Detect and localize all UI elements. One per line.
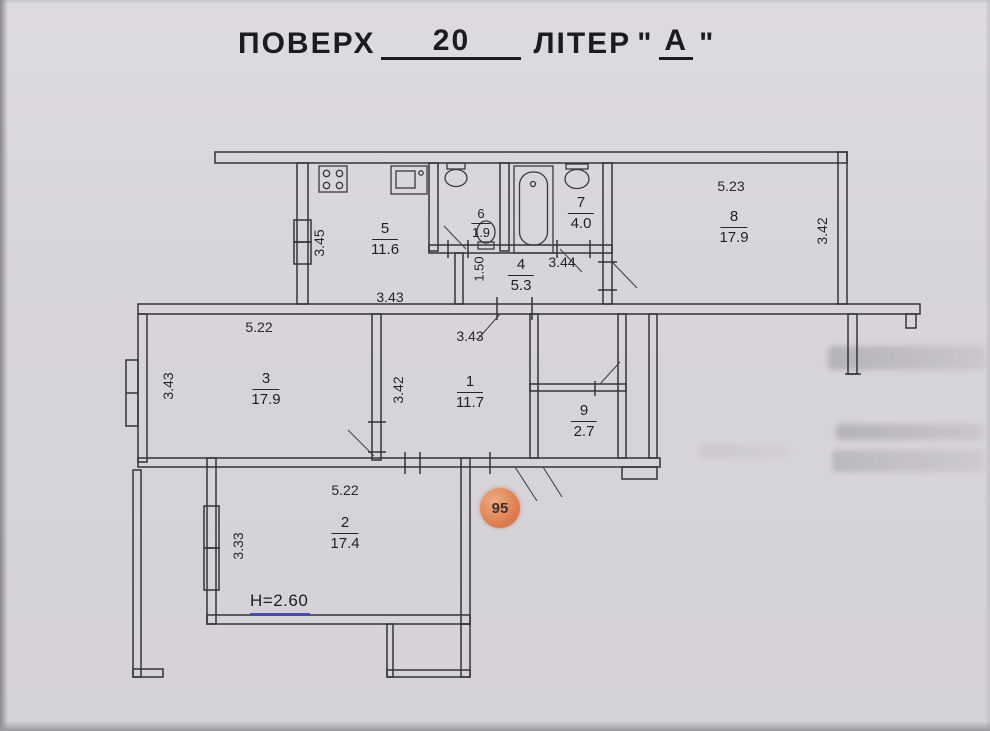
dim-kitchen-left: 3.45	[311, 229, 327, 257]
room-7-number: 7	[567, 194, 595, 214]
dim-room3-top: 5.22	[245, 319, 273, 335]
room-2-label: 2 17.4	[330, 514, 359, 553]
liter-label: ЛІТЕР	[533, 27, 632, 60]
height-note: H=2.60	[250, 591, 311, 616]
room-6-area: 1.9	[471, 224, 491, 240]
stamp-95: 95	[480, 488, 520, 528]
room-5-label: 5 11.6	[371, 220, 399, 259]
room-6-number: 6	[471, 206, 491, 224]
room-3-area: 17.9	[251, 391, 281, 408]
dim-hall4-top: 3.44	[548, 254, 576, 270]
washbasin-icon	[444, 162, 468, 188]
floor-number: 20	[432, 24, 471, 57]
dim-kitchen-bottom: 3.43	[376, 289, 404, 305]
quote-open: "	[637, 27, 654, 60]
bath-washbasin-icon	[564, 163, 590, 190]
door-swings	[347, 225, 638, 502]
floor-label: ПОВЕРХ	[238, 27, 376, 60]
room-3-label: 3 17.9	[251, 370, 280, 409]
room-5-area: 11.6	[370, 241, 400, 258]
dim-room3-left: 3.43	[160, 372, 176, 400]
windows	[125, 219, 312, 591]
scan-bleedthrough	[832, 450, 984, 472]
room-4-area: 5.3	[510, 277, 532, 294]
scan-edge-top	[0, 0, 990, 4]
scan-bleedthrough	[828, 346, 986, 370]
stove-icon	[318, 165, 348, 193]
room-4-label: 4 5.3	[507, 256, 535, 295]
room-8-label: 8 17.9	[719, 208, 748, 247]
toilet-icon	[476, 220, 496, 250]
scan-bleedthrough	[700, 444, 790, 458]
room-2-number: 2	[331, 514, 359, 534]
scan-edge-left	[0, 0, 8, 731]
room-2-area: 17.4	[330, 535, 360, 552]
room-9-label: 9 2.7	[570, 402, 598, 441]
dim-room2-left: 3.33	[230, 532, 246, 560]
scan-edge-right	[985, 0, 990, 731]
walls	[132, 151, 921, 678]
room-9-number: 9	[570, 402, 598, 422]
opening-ticks	[368, 240, 861, 474]
room-3-number: 3	[252, 370, 280, 390]
room-4-number: 4	[507, 256, 535, 276]
dim-room1-top: 3.43	[456, 328, 484, 344]
dim-wc-side: 1.50	[471, 256, 487, 282]
room-6-label: 6 1.9	[471, 206, 491, 240]
dim-room8-right: 3.42	[814, 217, 830, 245]
scan-bleedthrough	[836, 424, 984, 440]
room-7-area: 4.0	[570, 215, 592, 232]
floor-number-blank: 20	[381, 24, 522, 60]
room-8-area: 17.9	[719, 229, 749, 246]
dim-room8-top: 5.23	[717, 178, 745, 194]
scan-edge-bottom	[0, 721, 990, 731]
room-8-number: 8	[720, 208, 748, 228]
plan-title: ПОВЕРХ 20 ЛІТЕР " А "	[238, 24, 721, 60]
stamp-value: 95	[491, 499, 509, 517]
room-7-label: 7 4.0	[567, 194, 595, 233]
room-1-label: 1 11.7	[456, 373, 484, 412]
room-1-area: 11.7	[455, 394, 485, 411]
dim-room1-left: 3.42	[390, 376, 406, 404]
room-9-area: 2.7	[573, 423, 595, 440]
room-1-number: 1	[456, 373, 484, 393]
dim-room2-top: 5.22	[331, 482, 359, 498]
kitchen-sink-icon	[390, 165, 428, 195]
quote-close: "	[699, 27, 716, 60]
liter-value: А	[659, 24, 694, 60]
room-5-number: 5	[371, 220, 399, 240]
bathtub-icon	[513, 165, 554, 254]
